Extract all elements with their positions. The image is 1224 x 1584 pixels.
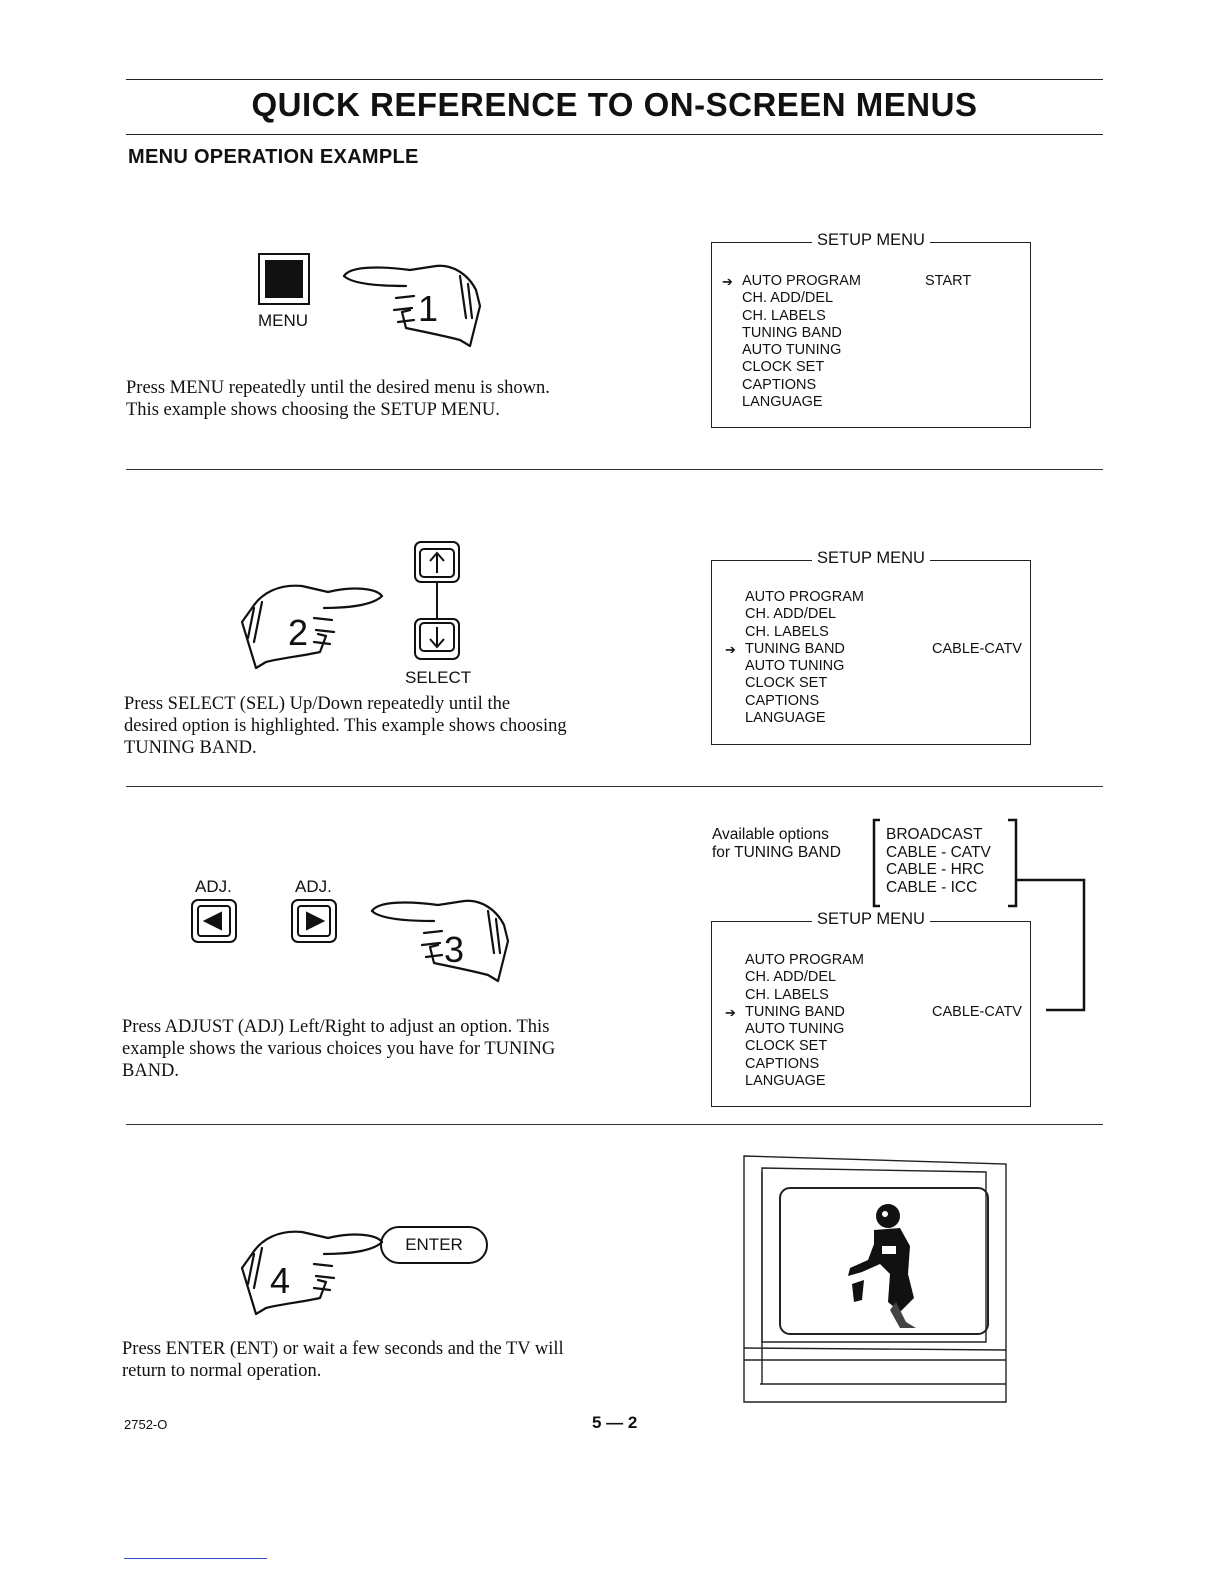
option-item: CABLE - ICC	[886, 878, 978, 896]
menu-item: AUTO PROGRAM	[745, 589, 864, 605]
selection-arrow-icon: ➔	[722, 274, 733, 289]
menu-item: CLOCK SET	[745, 675, 828, 692]
menu-item: LANGUAGE	[745, 1073, 826, 1090]
selection-arrow-icon: ➔	[725, 1004, 736, 1020]
option-item: BROADCAST	[886, 826, 983, 843]
menu-item: TUNING BAND	[742, 324, 842, 341]
television-icon	[740, 1152, 1012, 1413]
menu-title: SETUP MENU	[817, 231, 925, 249]
page-title: QUICK REFERENCE TO ON-SCREEN MENUS	[251, 86, 978, 123]
step-3-instruction: Press ADJUST (ADJ) Left/Right to adjust …	[122, 1017, 556, 1081]
adj-left-label: ADJ.	[195, 877, 232, 896]
menu-value: CABLE-CATV	[932, 641, 1022, 657]
menu-item-list: AUTO PROGRAM CH. ADD/DEL CH. LABELS ➔TUN…	[725, 589, 864, 727]
step-1-instruction: Press MENU repeatedly until the desired …	[126, 378, 550, 420]
menu-item: CH. ADD/DEL	[745, 606, 837, 623]
menu-button-icon	[258, 253, 310, 310]
page-number: 5 — 2	[592, 1413, 638, 1432]
document-code: 2752-O	[124, 1417, 168, 1432]
step-1-number: 1	[418, 288, 439, 329]
menu-button-label: MENU	[258, 311, 309, 330]
menu-item: AUTO TUNING	[742, 342, 842, 359]
step-4-number: 4	[270, 1260, 291, 1301]
menu-item: CLOCK SET	[745, 1038, 828, 1055]
step-2-instruction: Press SELECT (SEL) Up/Down repeatedly un…	[124, 694, 567, 758]
menu-item: CH. LABELS	[742, 307, 826, 324]
pointing-hand-icon: 2	[232, 580, 392, 680]
bottom-link-line	[124, 1558, 267, 1559]
select-button-label: SELECT	[405, 668, 472, 687]
menu-item: LANGUAGE	[745, 710, 826, 727]
menu-item: CH. ADD/DEL	[742, 290, 834, 307]
pointing-hand-icon: 1	[340, 258, 490, 358]
menu-item: CAPTIONS	[745, 1055, 820, 1072]
options-bracket	[870, 818, 1090, 1023]
menu-item: CAPTIONS	[745, 692, 820, 709]
menu-item: AUTO TUNING	[745, 1021, 845, 1038]
menu-item: ➔TUNING BAND	[725, 640, 845, 657]
menu-value: CABLE-CATV	[932, 1004, 1022, 1020]
option-item: CABLE - CATV	[886, 843, 991, 861]
top-rule	[126, 79, 1103, 80]
section-divider	[126, 1124, 1103, 1125]
step-3-number: 3	[444, 929, 465, 970]
menu-item: ➔AUTO PROGRAM	[722, 273, 861, 289]
enter-button-label: ENTER	[405, 1235, 463, 1254]
menu-item: CLOCK SET	[742, 359, 825, 376]
adjust-right-button-icon	[290, 898, 338, 949]
menu-item: CH. LABELS	[745, 623, 829, 640]
menu-value: START	[925, 273, 972, 289]
title-underline	[126, 134, 1103, 135]
menu-item: CH. ADD/DEL	[745, 969, 837, 986]
adjust-left-button-icon	[190, 898, 238, 949]
selection-arrow-icon: ➔	[725, 641, 736, 657]
menu-item: CH. LABELS	[745, 986, 829, 1003]
section-divider	[126, 469, 1103, 470]
option-item: CABLE - HRC	[886, 861, 985, 878]
menu-item: ➔TUNING BAND	[725, 1003, 845, 1020]
setup-menu-screen-1: SETUP MENU ➔AUTO PROGRAM CH. ADD/DEL CH.…	[711, 231, 1031, 428]
menu-title: SETUP MENU	[817, 549, 925, 567]
step-4-instruction: Press ENTER (ENT) or wait a few seconds …	[122, 1339, 564, 1381]
menu-title: SETUP MENU	[817, 910, 925, 928]
adj-right-label: ADJ.	[295, 877, 332, 896]
pointing-hand-icon: 4	[232, 1226, 392, 1326]
tuning-band-options: BROADCAST CABLE - CATV CABLE - HRC CABLE…	[886, 826, 991, 896]
enter-button-icon: ENTER	[380, 1226, 488, 1264]
pointing-hand-icon: 3	[368, 893, 518, 993]
section-subtitle: MENU OPERATION EXAMPLE	[128, 146, 419, 168]
menu-item-list: ➔AUTO PROGRAM CH. ADD/DEL CH. LABELS TUN…	[722, 273, 861, 411]
menu-item-list: AUTO PROGRAM CH. ADD/DEL CH. LABELS ➔TUN…	[725, 952, 864, 1090]
menu-item: AUTO PROGRAM	[745, 952, 864, 968]
setup-menu-screen-2: SETUP MENU AUTO PROGRAM CH. ADD/DEL CH. …	[711, 549, 1031, 745]
options-caption: Available options for TUNING BAND	[712, 826, 841, 861]
step-2-number: 2	[288, 612, 309, 653]
menu-item: LANGUAGE	[742, 394, 823, 411]
section-divider	[126, 786, 1103, 787]
setup-menu-screen-3: SETUP MENU AUTO PROGRAM CH. ADD/DEL CH. …	[711, 910, 1031, 1107]
menu-item: CAPTIONS	[742, 376, 817, 393]
select-up-down-button-icon	[412, 539, 462, 670]
menu-item: AUTO TUNING	[745, 658, 845, 675]
